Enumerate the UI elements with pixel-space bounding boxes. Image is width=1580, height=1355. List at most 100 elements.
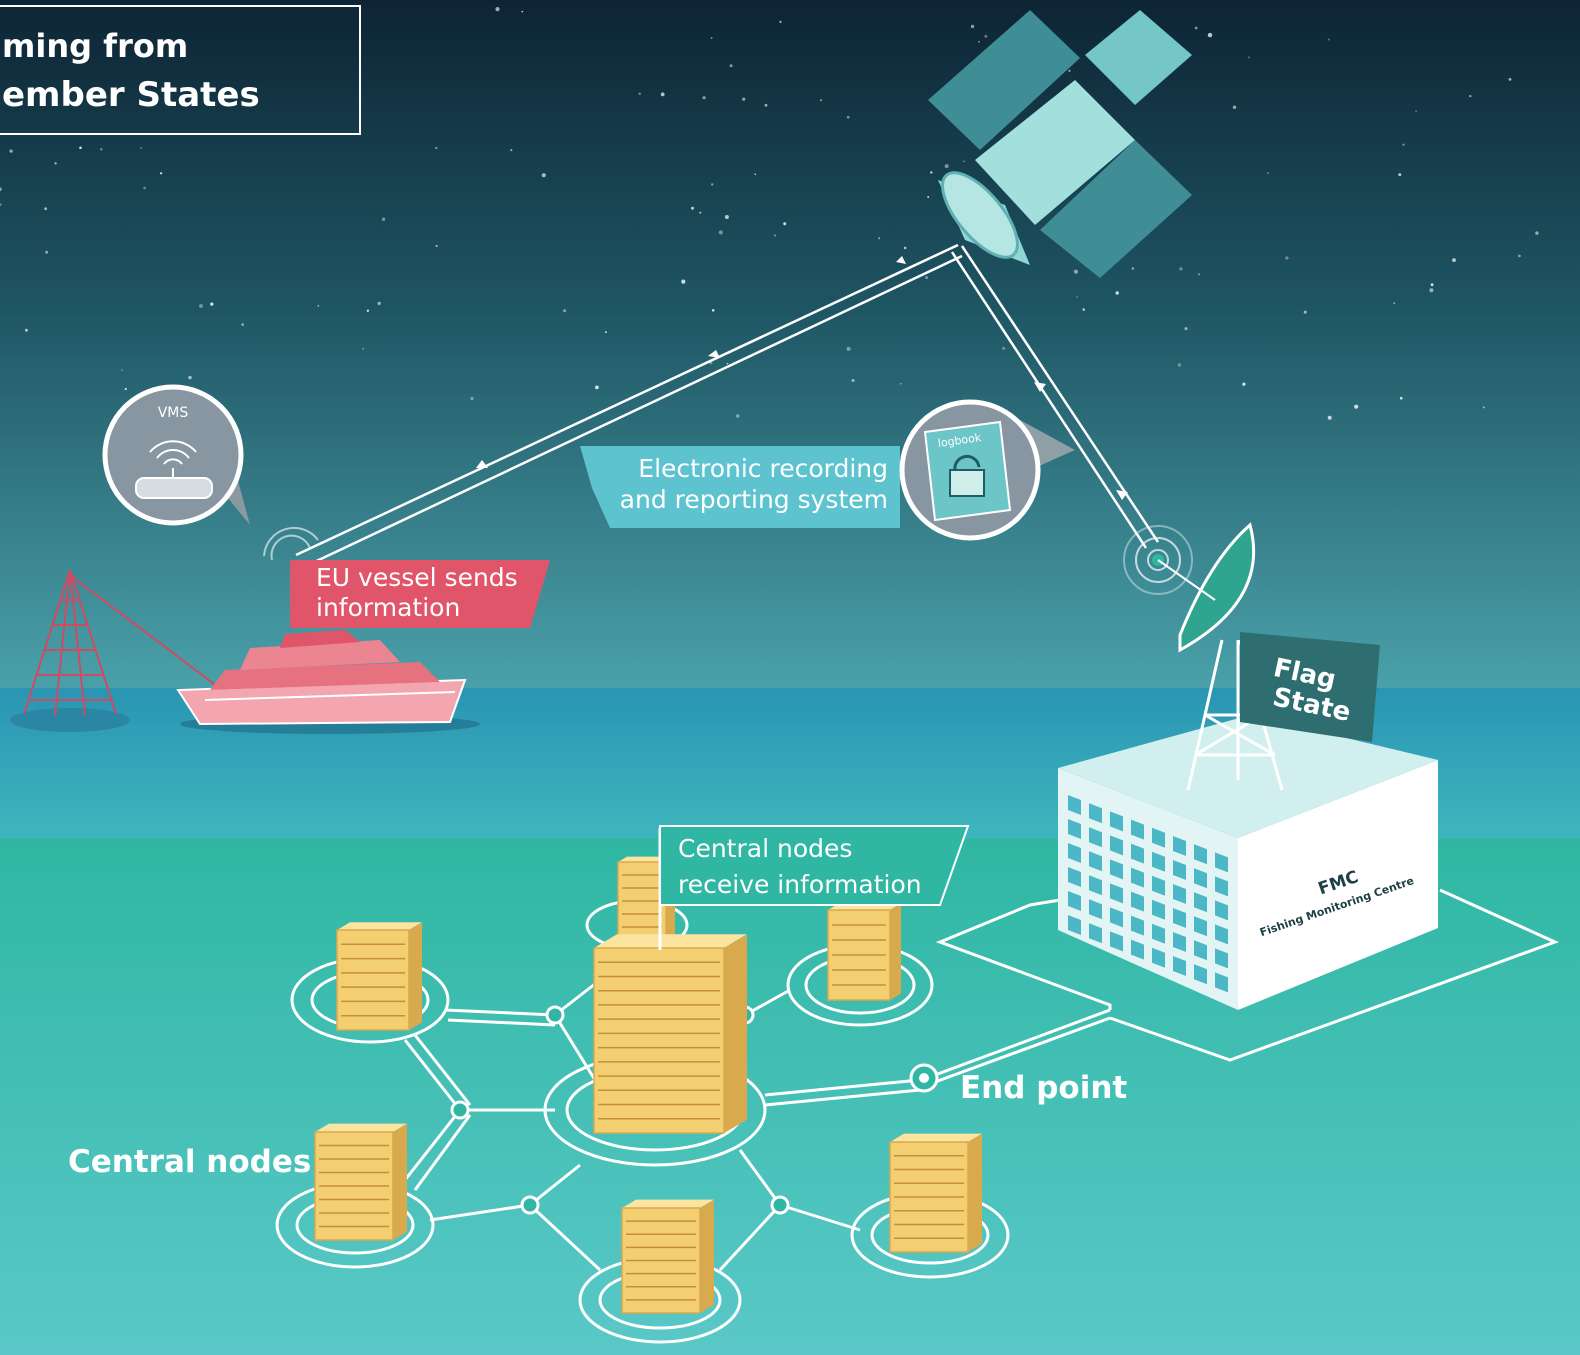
star [681, 279, 686, 284]
star [1242, 382, 1246, 386]
servers [314, 856, 982, 1314]
window [1173, 932, 1186, 952]
star [143, 186, 146, 190]
star [0, 187, 2, 191]
central-node-network [403, 888, 1559, 1272]
star [1429, 288, 1434, 293]
window [1152, 899, 1165, 920]
building-windows [1068, 795, 1228, 993]
star [742, 97, 746, 101]
satellite [928, 10, 1192, 278]
star [0, 203, 2, 206]
title-line-1: ming from [2, 27, 188, 65]
star [783, 222, 787, 226]
window [1194, 844, 1207, 865]
fishing-vessel [176, 630, 480, 734]
star [754, 173, 757, 175]
window [1110, 835, 1123, 856]
star [660, 92, 665, 97]
star [1002, 347, 1005, 350]
star [851, 379, 855, 382]
link-arrows [476, 256, 1128, 500]
ers-callout: Electronic recording and reporting syste… [580, 399, 1075, 541]
star [1393, 302, 1396, 305]
star [377, 301, 381, 306]
window [1110, 811, 1123, 832]
star [820, 99, 822, 101]
star [691, 206, 694, 210]
star [779, 20, 782, 24]
window [1068, 915, 1081, 935]
star [1285, 256, 1289, 260]
window [1089, 899, 1102, 920]
window [1194, 940, 1207, 961]
star [121, 369, 123, 371]
star [1115, 291, 1119, 295]
star [435, 244, 438, 247]
star [970, 24, 975, 29]
fishing-net [10, 569, 223, 732]
star [54, 162, 57, 165]
window [1173, 956, 1186, 976]
star [900, 382, 902, 385]
star [702, 96, 706, 100]
star [1198, 273, 1200, 276]
window [1152, 827, 1165, 848]
star [711, 309, 715, 312]
star [140, 147, 143, 150]
window [1215, 900, 1228, 921]
window [1215, 972, 1228, 993]
window [1131, 891, 1144, 912]
window [1194, 964, 1207, 985]
star [9, 149, 13, 153]
window [1215, 876, 1228, 897]
star [541, 173, 546, 178]
star [25, 328, 28, 332]
star [1248, 56, 1251, 59]
title-box: ming from ember States [0, 5, 361, 135]
window [1131, 939, 1144, 960]
server-node [593, 934, 747, 1134]
star [100, 148, 103, 151]
star [846, 115, 850, 119]
star [1399, 396, 1403, 400]
window [1068, 891, 1081, 911]
window [1173, 884, 1186, 904]
star [903, 246, 907, 250]
star [159, 172, 163, 175]
star [1508, 78, 1512, 81]
window [1131, 915, 1144, 936]
central-callout-line-1: Central nodes [678, 834, 852, 863]
title-line-2: ember States [2, 75, 260, 115]
server-node [314, 1123, 407, 1241]
star [366, 309, 370, 312]
window [1089, 923, 1102, 944]
star [495, 7, 500, 12]
star [1184, 327, 1188, 331]
star [510, 149, 513, 152]
star [199, 304, 203, 308]
server-node [827, 903, 901, 1001]
window [1152, 875, 1165, 896]
star [1402, 143, 1405, 146]
server-node [889, 1133, 982, 1253]
window [1089, 803, 1102, 824]
star [521, 10, 524, 13]
star [724, 215, 729, 219]
star [44, 207, 48, 211]
star [984, 34, 988, 38]
star [1482, 406, 1485, 409]
star [638, 92, 641, 96]
star [188, 375, 192, 380]
night-sky [0, 0, 1580, 690]
star [736, 414, 740, 418]
star [846, 346, 851, 351]
star [1518, 254, 1521, 258]
star [930, 171, 933, 174]
star [1232, 105, 1237, 110]
vms-transmitter-icon [135, 440, 213, 499]
star [963, 160, 965, 163]
central-callout-line-2: receive information [678, 870, 922, 899]
star [1076, 296, 1078, 298]
window [1089, 827, 1102, 848]
